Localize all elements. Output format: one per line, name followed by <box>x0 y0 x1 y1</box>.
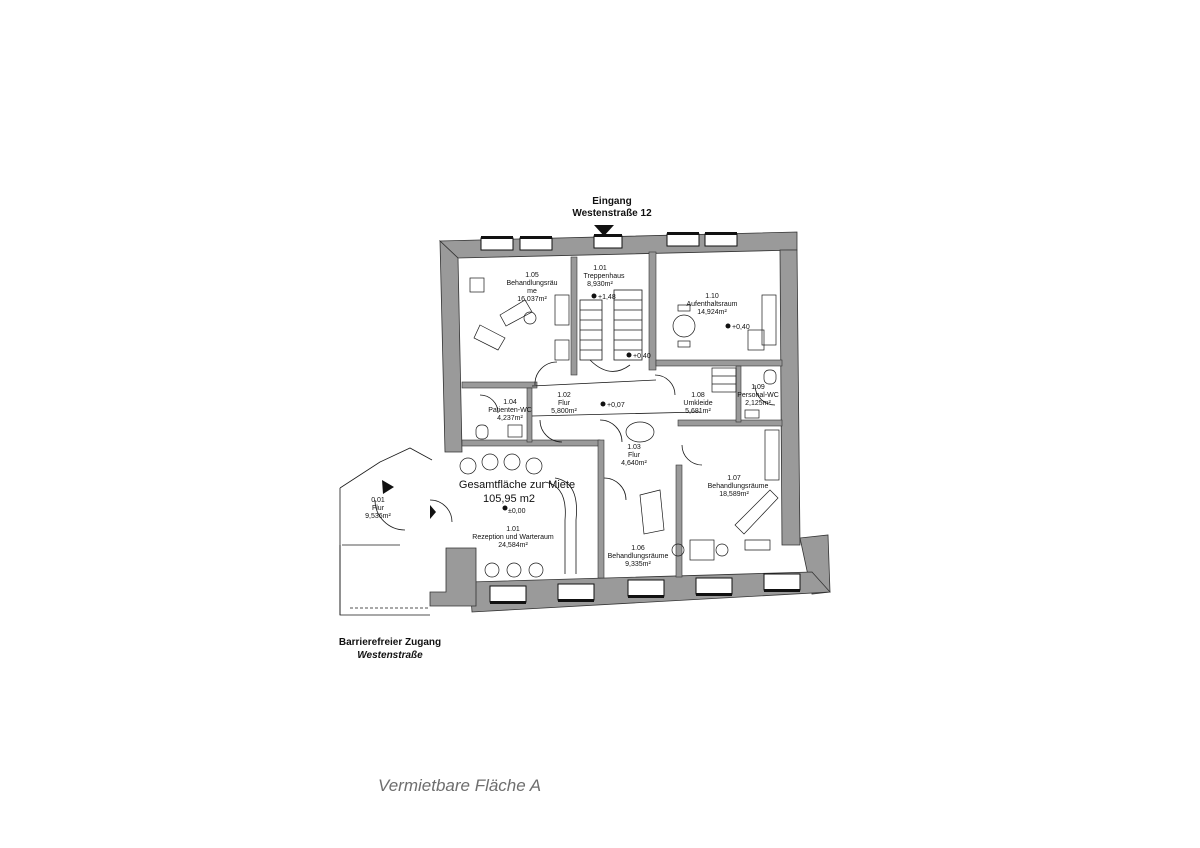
room-1-04-area: 4,237m² <box>497 415 523 422</box>
room-1-01-stair-id: 1.01 <box>593 265 607 272</box>
room-1-06-id: 1.06 <box>631 545 645 552</box>
room-1-06-name: Behandlungsräume <box>608 553 669 560</box>
room-1-01-reception-id: 1.01 <box>506 526 520 533</box>
room-1-01-reception-area: 24,584m² <box>498 542 528 549</box>
room-1-01-reception-name: Rezeption und Warteraum <box>472 534 554 541</box>
room-0-01-id: 0.01 <box>371 497 385 504</box>
windows-top-bars <box>481 232 737 239</box>
room-1-03-area: 4,640m² <box>621 460 647 467</box>
room-1-02-name: Flur <box>558 400 571 407</box>
level-stair-landing: +0,40 <box>633 353 651 360</box>
room-1-05-name2: me <box>527 288 537 295</box>
room-1-01-stair-area: 8,930m² <box>587 281 613 288</box>
room-1-09-name: Personal-WC <box>737 392 779 399</box>
level-markers <box>502 293 731 511</box>
summary-line1: Gesamtfläche zur Miete <box>459 479 575 491</box>
entrance-arrow-top <box>594 225 614 236</box>
room-1-09-area: 2,125m² <box>745 400 771 407</box>
windows-bottom-bars <box>490 589 800 604</box>
room-1-04-name: Patienten-WC <box>488 407 532 414</box>
room-0-01-area: 9,536m² <box>365 513 391 520</box>
entrance-bottom-line1: Barrierefreier Zugang <box>339 637 441 648</box>
level-reception: ±0,00 <box>508 508 526 515</box>
room-1-01-stair-name: Treppenhaus <box>584 273 625 280</box>
room-1-07-area: 18,589m² <box>719 491 749 498</box>
detail-lines <box>339 289 776 616</box>
level-aufenthaltsraum: +0,40 <box>732 324 750 331</box>
room-1-05-area: 16,037m² <box>517 296 547 303</box>
entrance-bottom-line2: Westenstraße <box>357 650 423 661</box>
windows-bottom <box>489 573 801 603</box>
interior-walls <box>461 251 783 579</box>
room-1-04-id: 1.04 <box>503 399 517 406</box>
plan-caption: Vermietbare Fläche A <box>378 776 542 795</box>
room-1-10-id: 1.10 <box>705 293 719 300</box>
room-1-10-name: Aufenthaltsraum <box>687 301 738 308</box>
room-1-08-name: Umkleide <box>683 400 712 407</box>
room-1-03-id: 1.03 <box>627 444 641 451</box>
room-1-05-id: 1.05 <box>525 272 539 279</box>
entrance-top-line2: Westenstraße 12 <box>572 208 652 219</box>
room-1-06-area: 9,335m² <box>625 561 651 568</box>
room-1-03-name: Flur <box>628 452 641 459</box>
entrance-top-line1: Eingang <box>592 196 631 207</box>
room-1-08-area: 5,681m² <box>685 408 711 415</box>
room-1-02-area: 5,800m² <box>551 408 577 415</box>
level-stair: +1,48 <box>598 294 616 301</box>
room-1-07-id: 1.07 <box>727 475 741 482</box>
room-1-10-area: 14,924m² <box>697 309 727 316</box>
room-1-08-id: 1.08 <box>691 392 705 399</box>
room-1-09-id: 1.09 <box>751 384 765 391</box>
entrance-arrow-left <box>382 480 394 494</box>
room-0-01-name: Flur <box>372 505 385 512</box>
summary-line2: 105,95 m2 <box>483 493 535 505</box>
room-1-05-name: Behandlungsräu <box>507 280 558 287</box>
room-1-07-name: Behandlungsräume <box>708 483 769 490</box>
level-flur: +0,07 <box>607 402 625 409</box>
furniture <box>459 277 780 578</box>
room-1-02-id: 1.02 <box>557 392 571 399</box>
entrance-arrow-door <box>430 505 436 519</box>
